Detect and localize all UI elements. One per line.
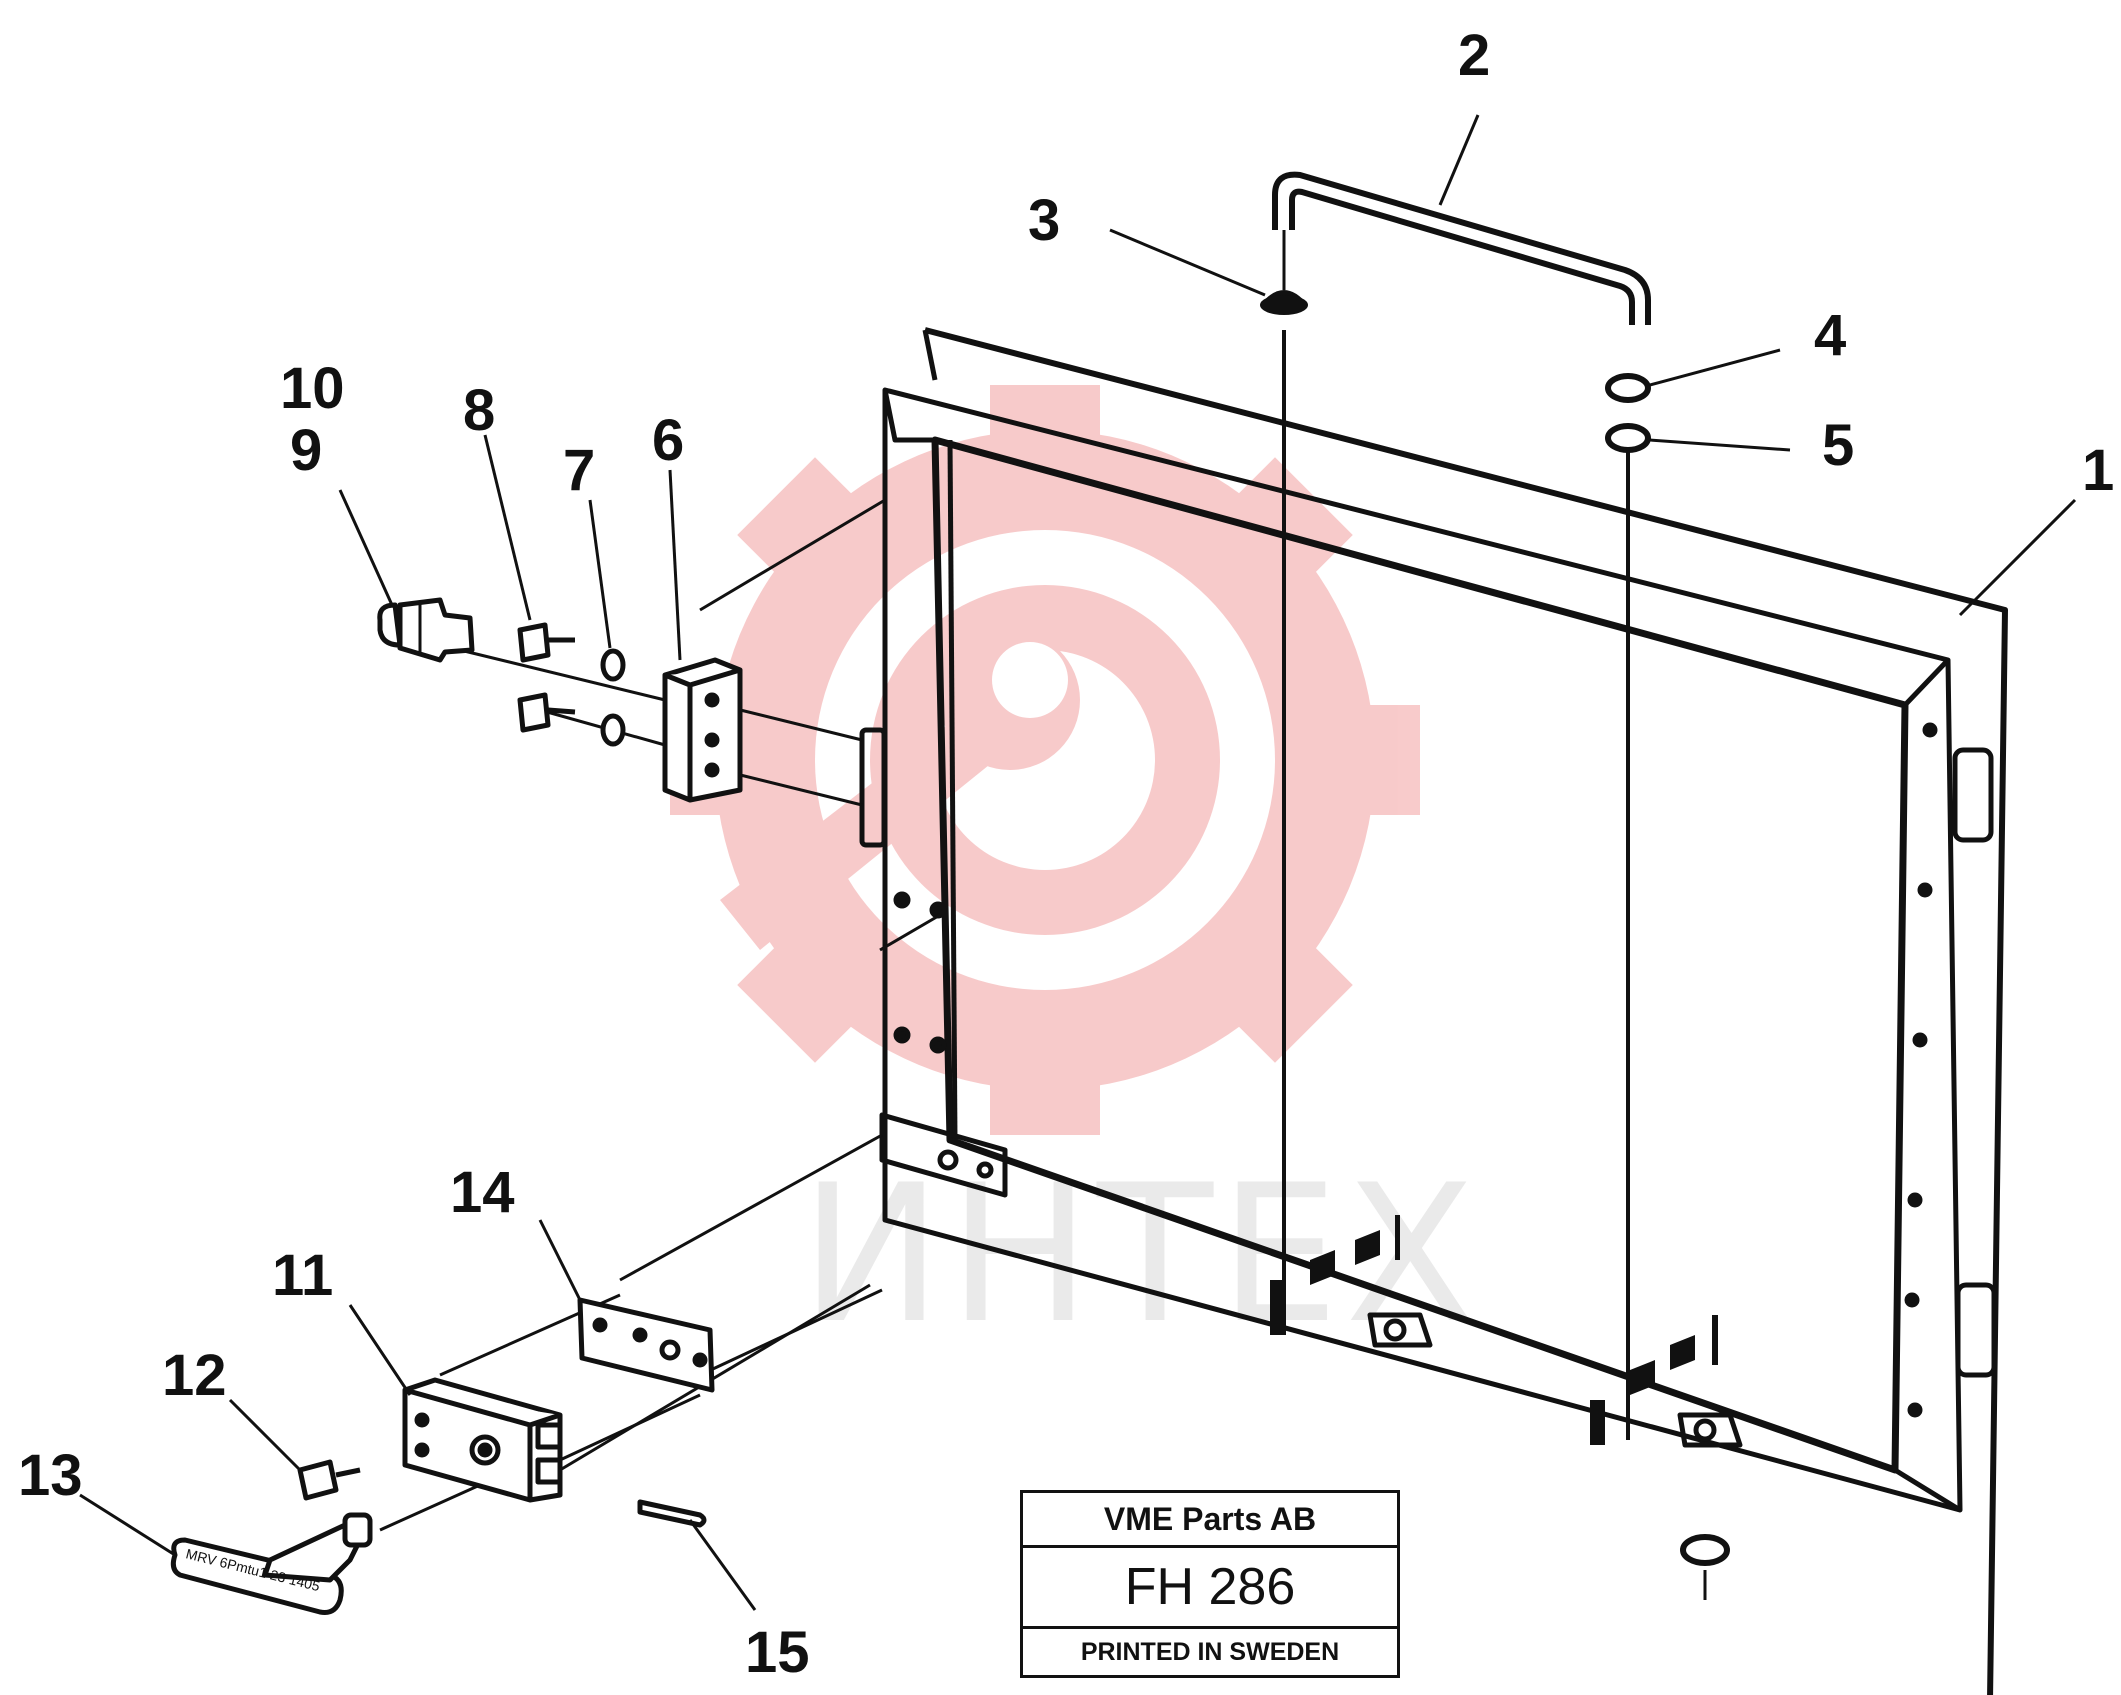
lower-latch-parts [170,1133,883,1615]
callout-6: 6 [652,408,684,473]
handle-bar [1272,171,1651,1440]
company-name: VME Parts AB [1023,1493,1397,1548]
callout-10: 10 [280,356,345,421]
callout-3: 3 [1028,188,1060,253]
washer-parts [1605,373,1730,1600]
callout-12: 12 [162,1343,227,1408]
callout-2: 2 [1458,23,1490,88]
callout-5: 5 [1822,413,1854,478]
callout-9: 9 [290,418,322,483]
callout-8: 8 [463,378,495,443]
callout-15: 15 [745,1620,810,1685]
grommet-part [1260,290,1308,315]
printed-notice: PRINTED IN SWEDEN [1080,1637,1340,1666]
watermark-gear-icon [670,385,1420,1135]
left-mounting-parts [377,498,941,952]
diagram-code: FH 286 [1023,1548,1397,1629]
hatch-marks [1270,1215,1718,1445]
watermark-logo: ИНТЕХ [670,385,1475,1365]
callout-1: 1 [2082,438,2114,503]
callout-7: 7 [563,438,595,503]
callout-labels: 1 2 3 4 5 6 7 8 9 10 11 12 13 14 15 [18,23,2114,1685]
callout-11: 11 [272,1243,333,1308]
title-block: VME Parts AB FH 286 PRINTED IN SWEDEN [1020,1490,1400,1678]
leader-lines [79,114,2077,1611]
callout-14: 14 [450,1160,515,1225]
callout-13: 13 [18,1443,83,1508]
callout-4: 4 [1814,303,1846,368]
